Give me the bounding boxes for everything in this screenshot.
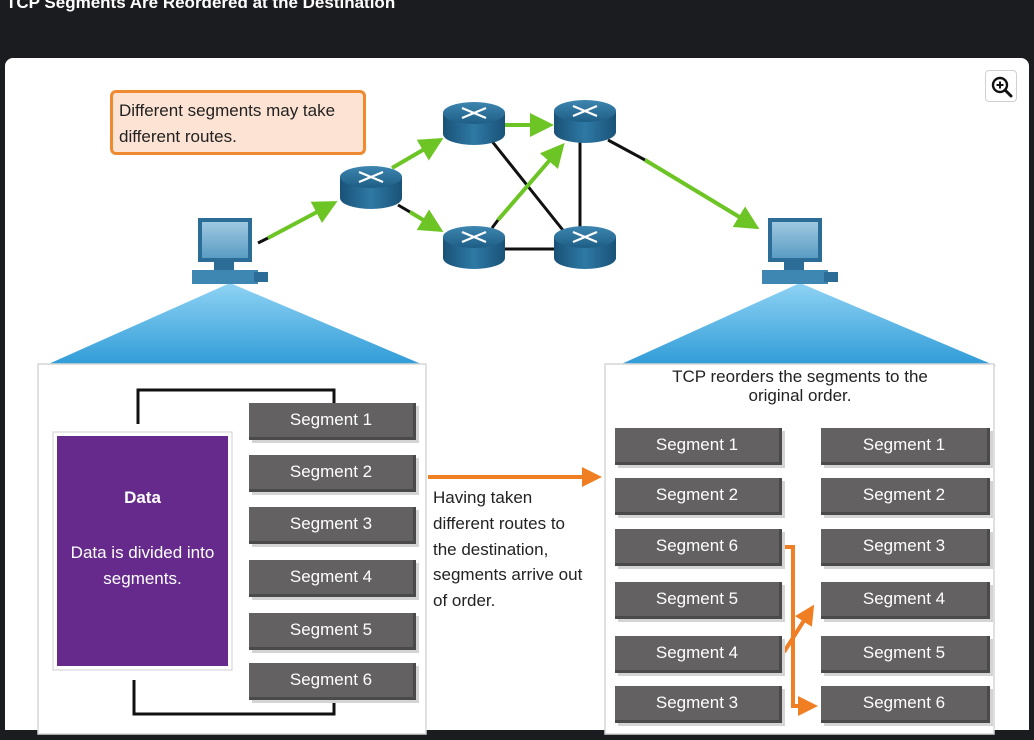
router-icon — [443, 102, 505, 145]
arrival-segment: Segment 2 — [615, 478, 782, 515]
route-arrows — [267, 113, 760, 240]
reordered-segment: Segment 6 — [821, 686, 990, 723]
page-title: TCP Segments Are Reordered at the Destin… — [6, 0, 396, 12]
data-description: Data is divided into segments. — [70, 543, 215, 588]
zoom-in-icon — [991, 76, 1013, 98]
source-segment: Segment 1 — [249, 403, 416, 440]
arrival-segment: Segment 6 — [615, 529, 782, 566]
arrival-segment: Segment 1 — [615, 428, 782, 465]
source-segment: Segment 6 — [249, 663, 416, 700]
reordered-segment: Segment 2 — [821, 478, 990, 515]
right-fan — [617, 283, 996, 366]
router-icon — [443, 226, 505, 269]
reorder-arrows — [782, 545, 818, 716]
reordered-segment: Segment 3 — [821, 529, 990, 566]
zoom-button[interactable] — [985, 70, 1017, 102]
arrival-segment: Segment 4 — [615, 636, 782, 673]
reordered-segment: Segment 1 — [821, 428, 990, 465]
router-icon — [554, 226, 616, 269]
data-bracket — [132, 388, 336, 716]
pc-icon — [762, 218, 838, 284]
reorder-title: TCP reorders the segments to the origina… — [672, 367, 928, 405]
reordered-segment: Segment 4 — [821, 582, 990, 619]
data-title: Data — [124, 488, 161, 507]
arrival-segment: Segment 5 — [615, 582, 782, 619]
routes-callout: Different segments may take different ro… — [110, 90, 366, 155]
arrival-segment: Segment 3 — [615, 686, 782, 723]
source-segment: Segment 4 — [249, 560, 416, 597]
data-box: Data Data is divided into segments. — [57, 436, 228, 666]
source-segment: Segment 5 — [249, 613, 416, 650]
pc-icon — [192, 218, 268, 284]
router-icon — [340, 166, 402, 209]
router-icon — [554, 100, 616, 143]
source-segment: Segment 2 — [249, 455, 416, 492]
left-fan — [44, 283, 426, 366]
arrival-description: Having taken different routes to the des… — [433, 488, 583, 611]
source-segment: Segment 3 — [249, 507, 416, 544]
reordered-segment: Segment 5 — [821, 636, 990, 673]
